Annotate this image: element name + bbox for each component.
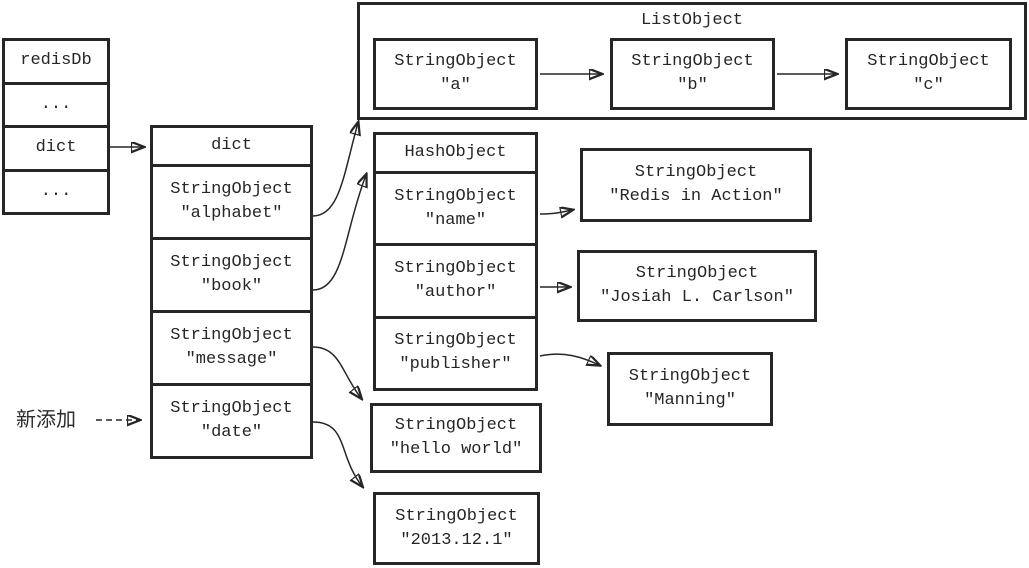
author-value-box: StringObject "Josiah L. Carlson" (577, 250, 817, 322)
object-value: "Manning" (644, 391, 736, 410)
object-value: "message" (185, 350, 278, 369)
object-value: "Josiah L. Carlson" (600, 288, 794, 307)
object-type: StringObject (631, 52, 754, 71)
message-value-box: StringObject "hello world" (370, 403, 542, 473)
hash-row-author: StringObject "author" (376, 246, 535, 319)
redisdb-label: redisDb (20, 51, 92, 71)
arrow-message-to-helloworld (312, 346, 361, 398)
object-value: "author" (414, 282, 497, 302)
object-value: "date" (200, 423, 263, 442)
arrow-publisher-to-value (539, 353, 599, 365)
object-type: StringObject (170, 399, 293, 418)
object-value: "alphabet" (180, 204, 283, 223)
object-type: StringObject (635, 264, 759, 283)
redisdb-row-ellipsis-bottom: ... (5, 172, 107, 213)
object-value: "book" (200, 277, 263, 296)
object-value: "hello world" (389, 440, 523, 459)
object-type: StringObject (394, 52, 517, 71)
new-added-label: 新添加 (16, 407, 76, 431)
publisher-value-box: StringObject "Manning" (607, 352, 773, 426)
object-type: StringObject (394, 331, 517, 351)
object-value: "c" (913, 76, 944, 95)
object-value: "Redis in Action" (609, 187, 783, 206)
object-type: StringObject (867, 52, 990, 71)
list-object-container: ListObject StringObject "a" StringObject… (357, 2, 1027, 120)
object-type: StringObject (634, 163, 758, 182)
hash-header-label: HashObject (404, 143, 507, 162)
dict-header-label: dict (211, 136, 252, 155)
hash-row-name: StringObject "name" (376, 174, 535, 247)
dict-row-book: StringObject "book" (153, 240, 310, 313)
redisdb-table: redisDb ... dict ... (2, 38, 110, 215)
name-value-box: StringObject "Redis in Action" (580, 148, 812, 222)
arrow-name-to-value (539, 210, 572, 214)
list-item-b: StringObject "b" (610, 38, 775, 110)
redisdb-row-dict: dict (5, 128, 107, 172)
dict-table-header: dict (153, 128, 310, 167)
redisdb-row-ellipsis-top: ... (5, 85, 107, 128)
object-type: StringObject (170, 180, 293, 199)
ellipsis-text: ... (40, 181, 72, 201)
object-type: StringObject (394, 416, 518, 435)
date-value-box: StringObject "2013.12.1" (373, 492, 540, 565)
dict-pointer-label: dict (35, 138, 77, 158)
dict-row-alphabet: StringObject "alphabet" (153, 167, 310, 240)
list-object-title: ListObject (640, 11, 744, 30)
arrow-alphabet-to-listobject (312, 123, 358, 217)
list-item-a: StringObject "a" (373, 38, 538, 110)
redisdb-row-title: redisDb (5, 41, 107, 85)
dict-row-message: StringObject "message" (153, 313, 310, 386)
hash-row-publisher: StringObject "publisher" (376, 319, 535, 388)
dict-row-date: StringObject "date" (153, 386, 310, 456)
object-type: StringObject (170, 253, 293, 272)
hash-object-table: HashObject StringObject "name" StringObj… (373, 132, 538, 391)
object-type: StringObject (394, 186, 517, 206)
object-value: "2013.12.1" (400, 530, 513, 550)
arrow-book-to-hashobject (312, 175, 366, 291)
list-item-c: StringObject "c" (845, 38, 1012, 110)
object-type: StringObject (395, 506, 518, 526)
arrow-date-to-datevalue (312, 421, 362, 486)
object-type: StringObject (628, 367, 752, 386)
hash-object-header: HashObject (376, 135, 535, 174)
object-type: StringObject (170, 326, 293, 345)
ellipsis-text: ... (40, 94, 72, 114)
object-value: "b" (677, 76, 708, 95)
object-value: "publisher" (399, 355, 512, 375)
object-value: "name" (424, 210, 487, 230)
object-value: "a" (440, 76, 471, 95)
object-type: StringObject (394, 258, 517, 278)
dict-table: dict StringObject "alphabet" StringObjec… (150, 125, 313, 459)
